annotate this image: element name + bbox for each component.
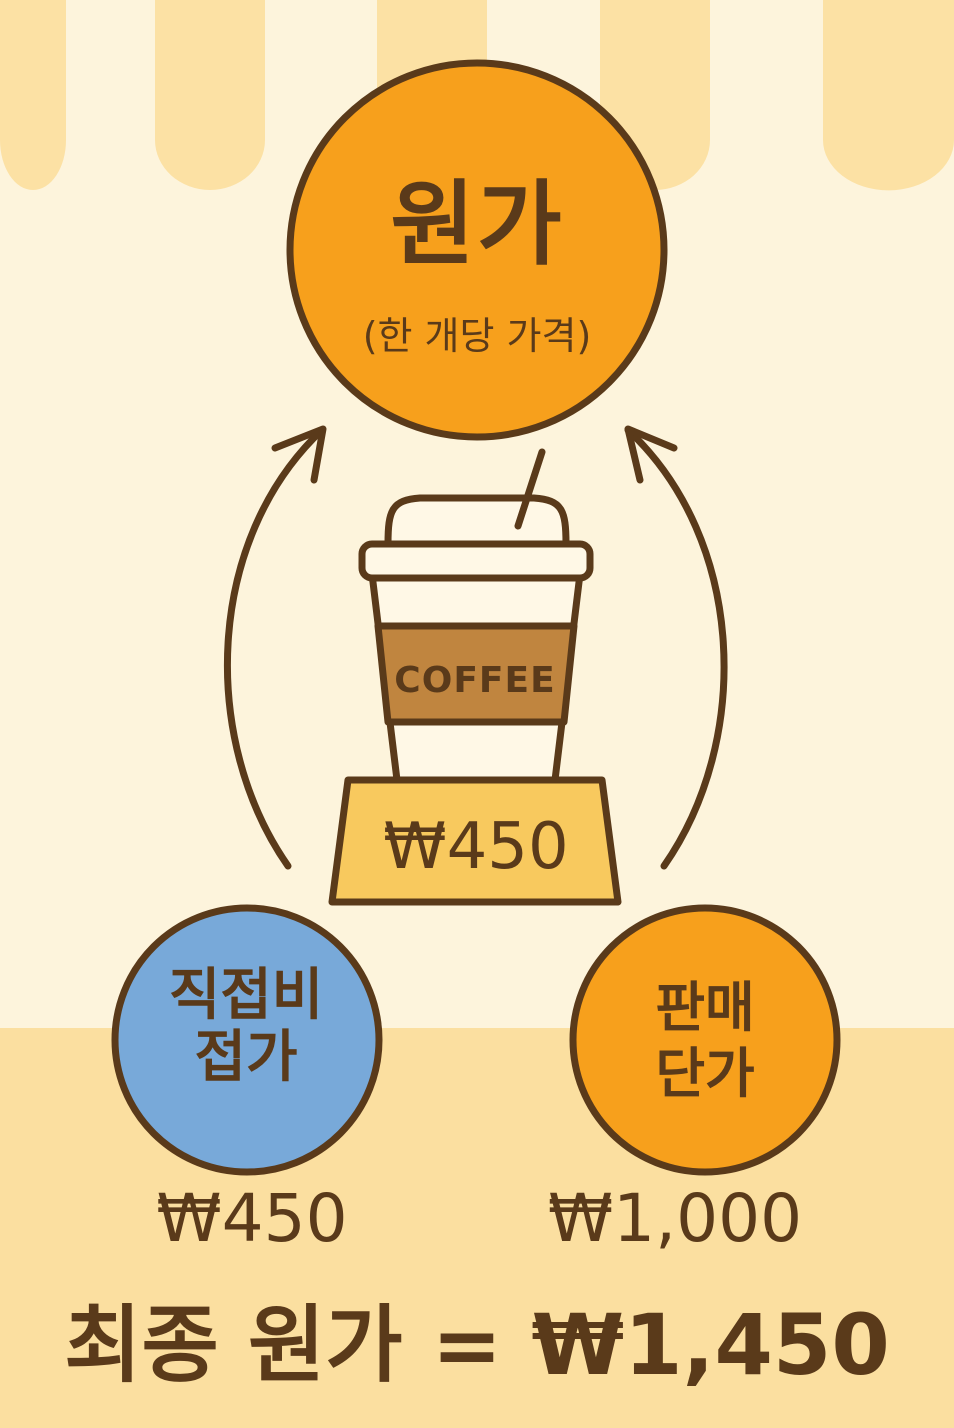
top-circle — [286, 59, 668, 441]
right-arrow — [624, 425, 728, 870]
left-arrow — [224, 425, 327, 870]
right-node-line1: 판매 — [655, 976, 755, 1039]
left-circle — [111, 904, 383, 1176]
cup-sleeve — [374, 622, 578, 726]
top-node-title: 원가 — [390, 171, 564, 278]
left-node-line1: 직접비 — [168, 963, 324, 1028]
cup-sleeve-label: COFFEE — [394, 660, 556, 701]
top-node-subtitle: (한 개당 가격) — [362, 314, 592, 358]
awning — [0, 0, 954, 191]
right-circle — [569, 904, 841, 1176]
cup-lid — [358, 540, 594, 582]
cup-lid-top — [384, 494, 570, 548]
right-node-line2: 단가 — [655, 1042, 755, 1105]
total-cost: 최종 원가 = ₩1,450 — [64, 1296, 890, 1394]
left-node-line2: 접가 — [194, 1025, 298, 1090]
awning-scallop — [0, 0, 66, 190]
right-node-price: ₩1,000 — [547, 1180, 803, 1257]
awning-scallop — [155, 0, 265, 190]
left-node-price: ₩450 — [156, 1180, 348, 1257]
cup-price: ₩450 — [383, 810, 569, 884]
coffee-cup-icon — [358, 448, 594, 784]
awning-scallop — [823, 0, 954, 191]
straw — [514, 448, 546, 530]
left-node-title: 직접비 접가 — [112, 965, 380, 1089]
right-node-title: 판매 단가 — [572, 975, 838, 1107]
